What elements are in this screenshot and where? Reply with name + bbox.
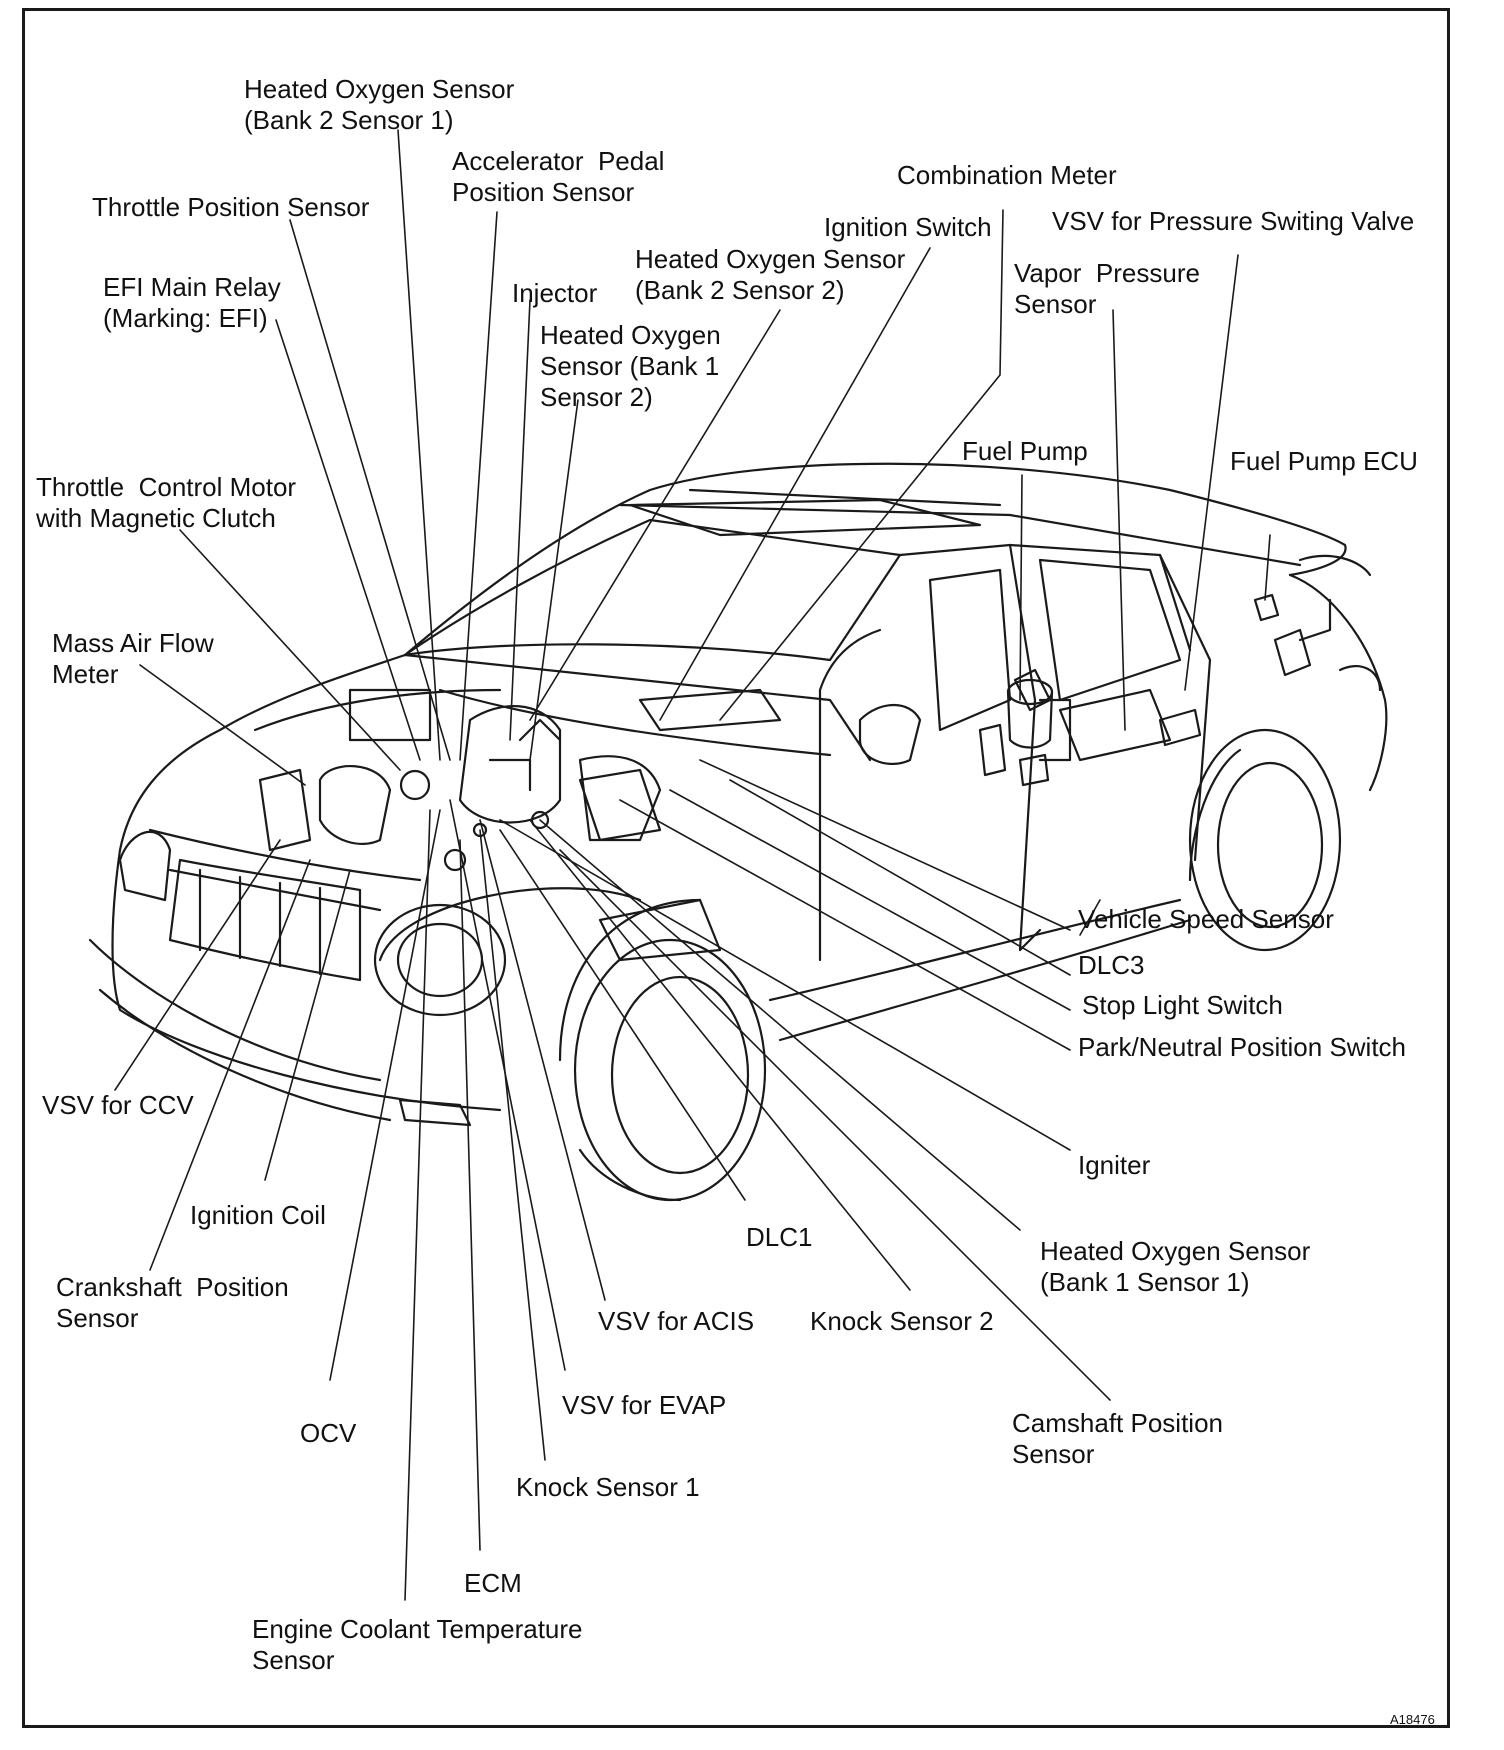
label-fuel-pump-ecu: Fuel Pump ECU	[1230, 446, 1418, 476]
label-knock-sensor-1: Knock Sensor 1	[516, 1472, 700, 1502]
label-throttle-position-sensor: Throttle Position Sensor	[92, 192, 370, 222]
figure-frame	[22, 8, 1450, 1728]
label-ocv: OCV	[300, 1418, 357, 1448]
label-mass-air-flow-meter: Mass Air Flow Meter	[52, 628, 214, 689]
label-dlc3: DLC3	[1078, 950, 1145, 980]
label-stop-light-switch: Stop Light Switch	[1082, 990, 1283, 1020]
car-body-outline	[88, 462, 1388, 1202]
label-ho2s-bank2-sensor1: Heated Oxygen Sensor (Bank 2 Sensor 1)	[244, 74, 515, 135]
label-vsv-evap: VSV for EVAP	[562, 1390, 727, 1420]
label-knock-sensor-2: Knock Sensor 2	[810, 1306, 994, 1336]
label-engine-coolant-temperature-sensor: Engine Coolant Temperature Sensor	[252, 1614, 583, 1675]
figure-code: A18476	[1390, 1712, 1435, 1727]
label-ecm: ECM	[464, 1568, 522, 1598]
label-camshaft-position-sensor: Camshaft Position Sensor	[1012, 1408, 1223, 1469]
leader-lines	[114, 129, 1271, 1601]
label-injector: Injector	[512, 278, 598, 308]
label-vsv-pressure-switching-valve: VSV for Pressure Switing Valve	[1052, 206, 1415, 236]
label-vsv-acis: VSV for ACIS	[598, 1306, 755, 1336]
label-efi-main-relay: EFI Main Relay (Marking: EFI)	[103, 272, 281, 333]
label-vehicle-speed-sensor: Vehicle Speed Sensor	[1078, 904, 1334, 934]
label-dlc1: DLC1	[746, 1222, 813, 1252]
label-ho2s-bank1-sensor2: Heated Oxygen Sensor (Bank 1 Sensor 2)	[540, 320, 721, 412]
label-throttle-control-motor: Throttle Control Motor with Magnetic Clu…	[36, 472, 297, 533]
label-ho2s-bank1-sensor1: Heated Oxygen Sensor (Bank 1 Sensor 1)	[1040, 1236, 1311, 1297]
label-crankshaft-position-sensor: Crankshaft Position Sensor	[56, 1272, 289, 1333]
label-accelerator-pedal-position-sensor: Accelerator Pedal Position Sensor	[452, 146, 665, 207]
label-vapor-pressure-sensor: Vapor Pressure Sensor	[1014, 258, 1200, 319]
label-igniter: Igniter	[1078, 1150, 1151, 1180]
label-ignition-coil: Ignition Coil	[190, 1200, 326, 1230]
label-fuel-pump: Fuel Pump	[962, 436, 1088, 466]
label-combination-meter: Combination Meter	[897, 160, 1117, 190]
label-ignition-switch: Ignition Switch	[824, 212, 992, 242]
label-ho2s-bank2-sensor2: Heated Oxygen Sensor (Bank 2 Sensor 2)	[635, 244, 906, 305]
label-park-neutral-position-switch: Park/Neutral Position Switch	[1078, 1032, 1407, 1062]
label-vsv-ccv: VSV for CCV	[42, 1090, 194, 1120]
